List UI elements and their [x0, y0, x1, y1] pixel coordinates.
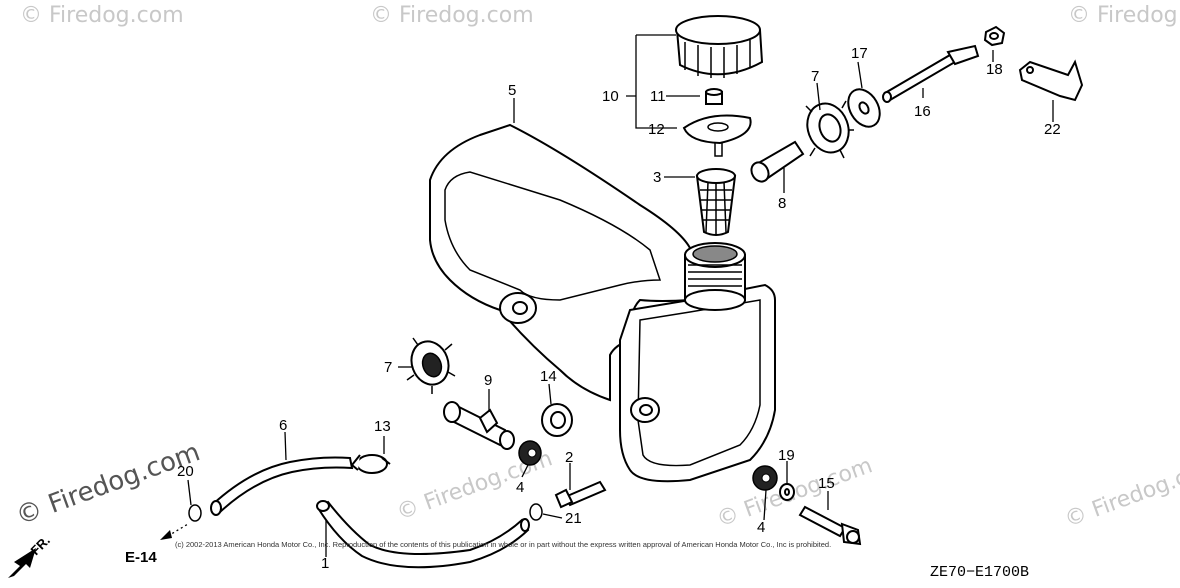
callout-1: 1 [321, 555, 329, 572]
callout-13: 13 [374, 418, 391, 435]
callout-4: 4 [757, 519, 765, 536]
callout-16: 16 [914, 103, 931, 120]
callout-8: 8 [778, 195, 786, 212]
direction-arrow-icon [8, 548, 36, 578]
callout-labels: 1 2 3 4 4 5 6 7 7 8 9 10 11 12 13 14 15 … [177, 45, 1061, 572]
callout-4: 4 [516, 479, 524, 496]
reference-arrow-icon [160, 530, 172, 540]
seal-part[interactable] [705, 88, 723, 105]
fuel-strainer-part[interactable] [695, 168, 737, 236]
knob-part[interactable] [801, 98, 856, 159]
diagram-code: ZE70−E1700B [930, 564, 1029, 581]
callout-10: 10 [602, 88, 619, 105]
collar-part[interactable] [748, 140, 805, 185]
grommet-part[interactable] [518, 440, 542, 466]
watermark: © Firedog.com [1062, 453, 1180, 532]
front-direction-marker: FR. [8, 533, 53, 578]
washer-part[interactable] [779, 483, 795, 501]
hose-clip-part[interactable] [188, 504, 202, 522]
grommet-part[interactable] [752, 465, 778, 491]
page-ref-label: E-14 [125, 549, 157, 566]
hose-clip-part[interactable] [529, 503, 543, 521]
grommet-part[interactable] [541, 403, 573, 437]
shaft-part[interactable] [882, 44, 980, 103]
callout-19: 19 [778, 447, 795, 464]
hose-clip-part[interactable] [350, 454, 391, 474]
knob-part[interactable] [406, 336, 456, 394]
watermark: © Firedog.com [370, 3, 534, 28]
callout-12: 12 [648, 121, 665, 138]
washer-part[interactable] [842, 84, 886, 133]
callout-21: 21 [565, 510, 582, 527]
callout-3: 3 [653, 169, 661, 186]
callout-18: 18 [986, 61, 1003, 78]
watermark: © Firedog.com [12, 437, 204, 531]
callout-11: 11 [650, 88, 666, 105]
callout-20: 20 [177, 463, 194, 480]
leader-lines [187, 34, 1054, 557]
callout-6: 6 [279, 417, 287, 434]
nut-part[interactable] [983, 25, 1006, 47]
fuel-hose-part[interactable] [316, 500, 530, 569]
watermark: © Firedog.com [20, 3, 184, 28]
joint-part[interactable] [443, 401, 515, 450]
callout-7: 7 [384, 359, 392, 376]
callout-14: 14 [540, 368, 557, 385]
callout-5: 5 [508, 82, 516, 99]
callout-9: 9 [484, 372, 492, 389]
watermark: © Firedog.com [1068, 3, 1180, 28]
filler-cap-part[interactable] [675, 15, 764, 78]
callout-22: 22 [1044, 121, 1061, 138]
bolt-part[interactable] [554, 480, 607, 509]
bolt-part[interactable] [798, 505, 862, 546]
callout-17: 17 [851, 45, 868, 62]
bracket-part[interactable] [1018, 59, 1084, 102]
cap-plate-part[interactable] [682, 114, 752, 157]
fuel-tank-part[interactable] [429, 123, 776, 483]
callout-2: 2 [565, 449, 573, 466]
callout-7: 7 [811, 68, 819, 85]
page-reference: E-14 [125, 523, 189, 566]
fuel-hose-part[interactable] [210, 456, 354, 516]
callout-15: 15 [818, 475, 835, 492]
copyright-notice: (c) 2002-2013 American Honda Motor Co., … [175, 540, 831, 549]
